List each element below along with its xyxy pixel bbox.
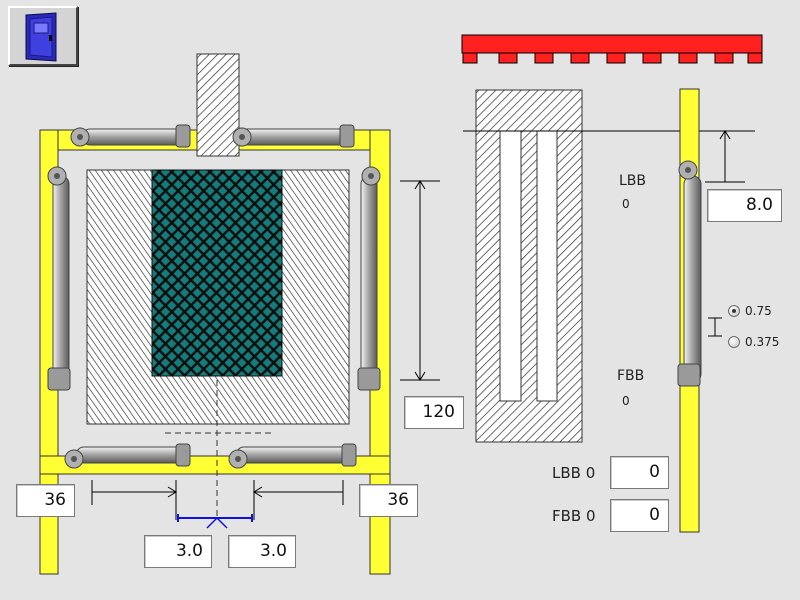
post-cylinder <box>677 160 702 387</box>
radio-option-0-75[interactable] <box>728 305 740 317</box>
top-clearance-field[interactable]: 8.0 <box>707 189 782 222</box>
right-gap-field[interactable]: 36 <box>359 484 418 517</box>
right-vertical-cylinder <box>357 166 381 391</box>
left-gap-field[interactable]: 36 <box>16 484 75 517</box>
heater-bar <box>461 34 763 64</box>
left-vertical-cylinder <box>47 166 71 391</box>
lbb0-label: LBB 0 <box>552 464 596 482</box>
center-left-offset-field[interactable]: 3.0 <box>144 535 212 568</box>
fbb-value: 0 <box>622 394 630 408</box>
fbb-label: FBB <box>617 368 645 384</box>
lbb0-field[interactable]: 0 <box>610 456 669 489</box>
height-dimension <box>400 180 440 381</box>
fbb0-label: FBB 0 <box>552 507 596 525</box>
bottom-left-cylinder <box>64 443 191 469</box>
door-icon <box>25 12 57 62</box>
radio-option-0-375[interactable] <box>728 336 740 348</box>
door-button[interactable] <box>8 6 78 66</box>
radio-label-0-375: 0.375 <box>745 335 780 349</box>
gap-dimensions <box>91 480 344 529</box>
lbb-value: 0 <box>622 197 630 211</box>
step-indicator <box>708 317 722 337</box>
radio-selected-dot <box>732 309 736 313</box>
top-left-cylinder <box>70 124 191 148</box>
lbb-label: LBB <box>619 173 647 189</box>
mesh-panel <box>151 169 283 377</box>
clearance-dimension <box>705 130 745 183</box>
side-section-view <box>475 89 583 443</box>
top-right-cylinder <box>232 124 355 148</box>
bottom-right-cylinder <box>228 443 357 469</box>
height-field[interactable]: 120 <box>404 396 464 429</box>
radio-label-0-75: 0.75 <box>745 304 772 318</box>
center-right-offset-field[interactable]: 3.0 <box>228 535 296 568</box>
top-stem <box>196 53 240 157</box>
fbb0-field[interactable]: 0 <box>610 499 669 532</box>
